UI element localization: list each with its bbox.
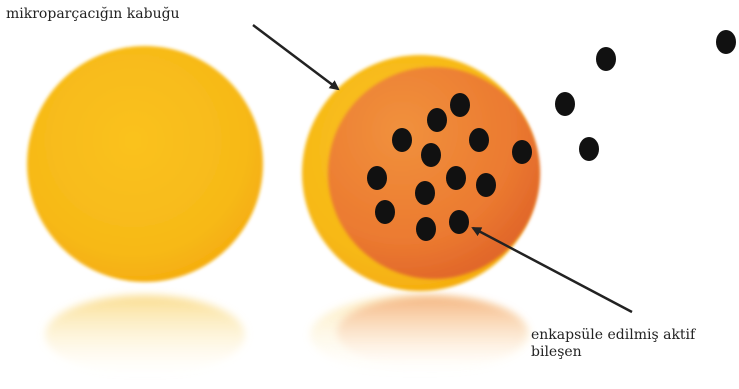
shell-pointer-arrow	[253, 25, 338, 89]
particle	[375, 200, 395, 224]
particle	[512, 140, 532, 164]
right-sphere-reflection-core	[337, 296, 527, 368]
active-ingredient-label: enkapsüle edilmiş aktif bileşen	[531, 327, 695, 361]
particle	[416, 217, 436, 241]
particle	[469, 128, 489, 152]
particle	[446, 166, 466, 190]
particle	[415, 181, 435, 205]
particle	[449, 210, 469, 234]
particle	[555, 92, 575, 116]
left-sphere-reflection	[45, 295, 245, 375]
active-ingredient-pointer-arrow	[473, 228, 632, 312]
particle	[367, 166, 387, 190]
particle	[450, 93, 470, 117]
particle	[476, 173, 496, 197]
particle	[392, 128, 412, 152]
particle	[579, 137, 599, 161]
particle	[716, 30, 736, 54]
particle	[427, 108, 447, 132]
active-ingredient-label-line1: enkapsüle edilmiş aktif	[531, 327, 695, 344]
shell-label: mikroparçacığın kabuğu	[6, 6, 180, 23]
left-shell-sphere	[27, 46, 263, 282]
particle	[596, 47, 616, 71]
active-ingredient-label-line2: bileşen	[531, 344, 695, 361]
particle	[421, 143, 441, 167]
released-particles	[512, 30, 736, 164]
